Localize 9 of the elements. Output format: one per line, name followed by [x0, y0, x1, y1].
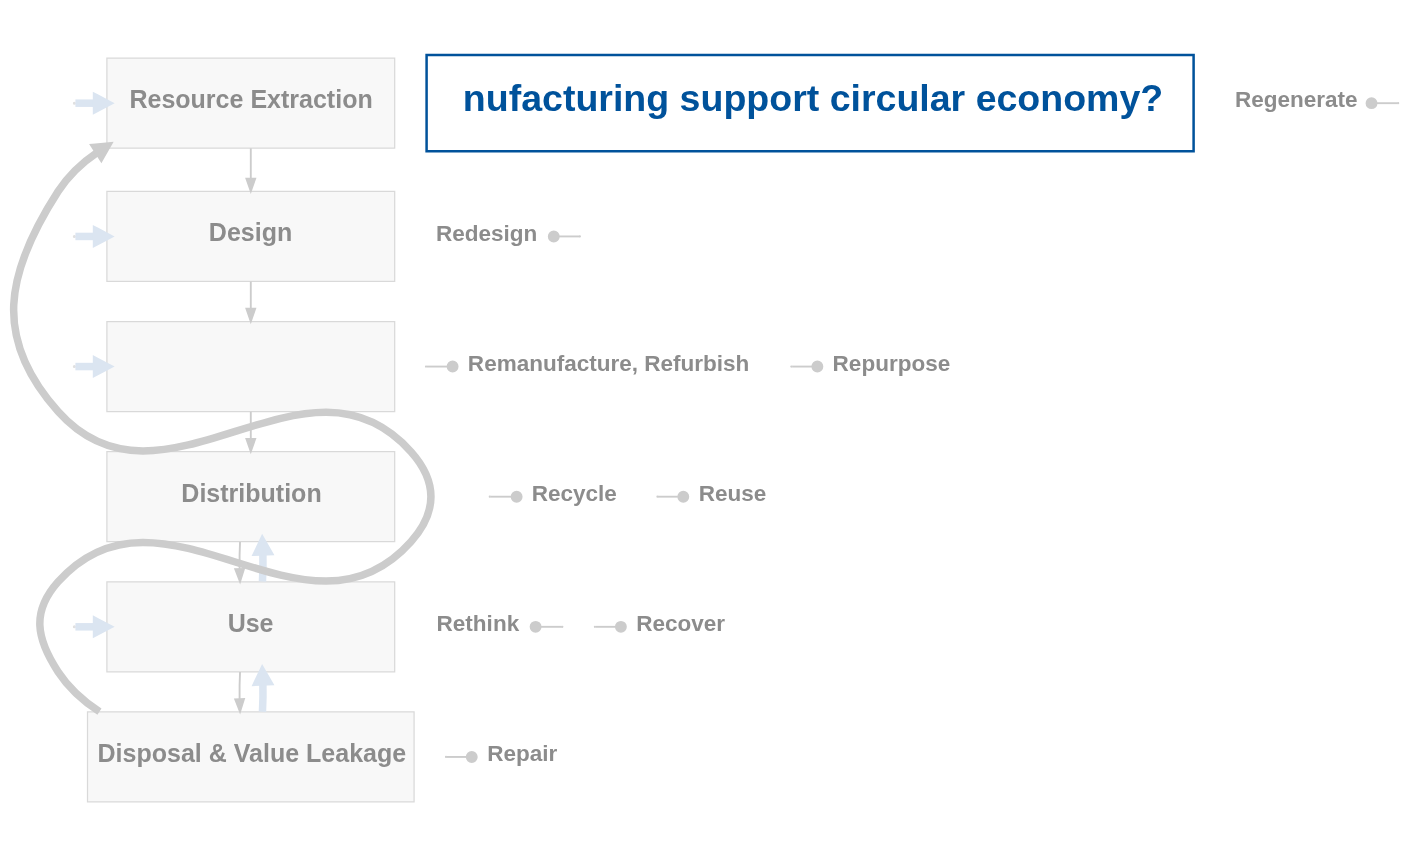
node-text: Recycle — [531, 480, 617, 506]
node-text: Rethink — [436, 610, 520, 636]
node-text: Regenerate — [1234, 86, 1358, 112]
node-text: Recover — [636, 610, 726, 636]
node-text: Redesign — [435, 220, 538, 246]
node-text: Repurpose — [832, 350, 951, 376]
node-text: Repair — [487, 740, 558, 766]
node-text: Remanufacture, Refurbish — [467, 350, 750, 376]
node-text: Reuse — [698, 480, 767, 506]
